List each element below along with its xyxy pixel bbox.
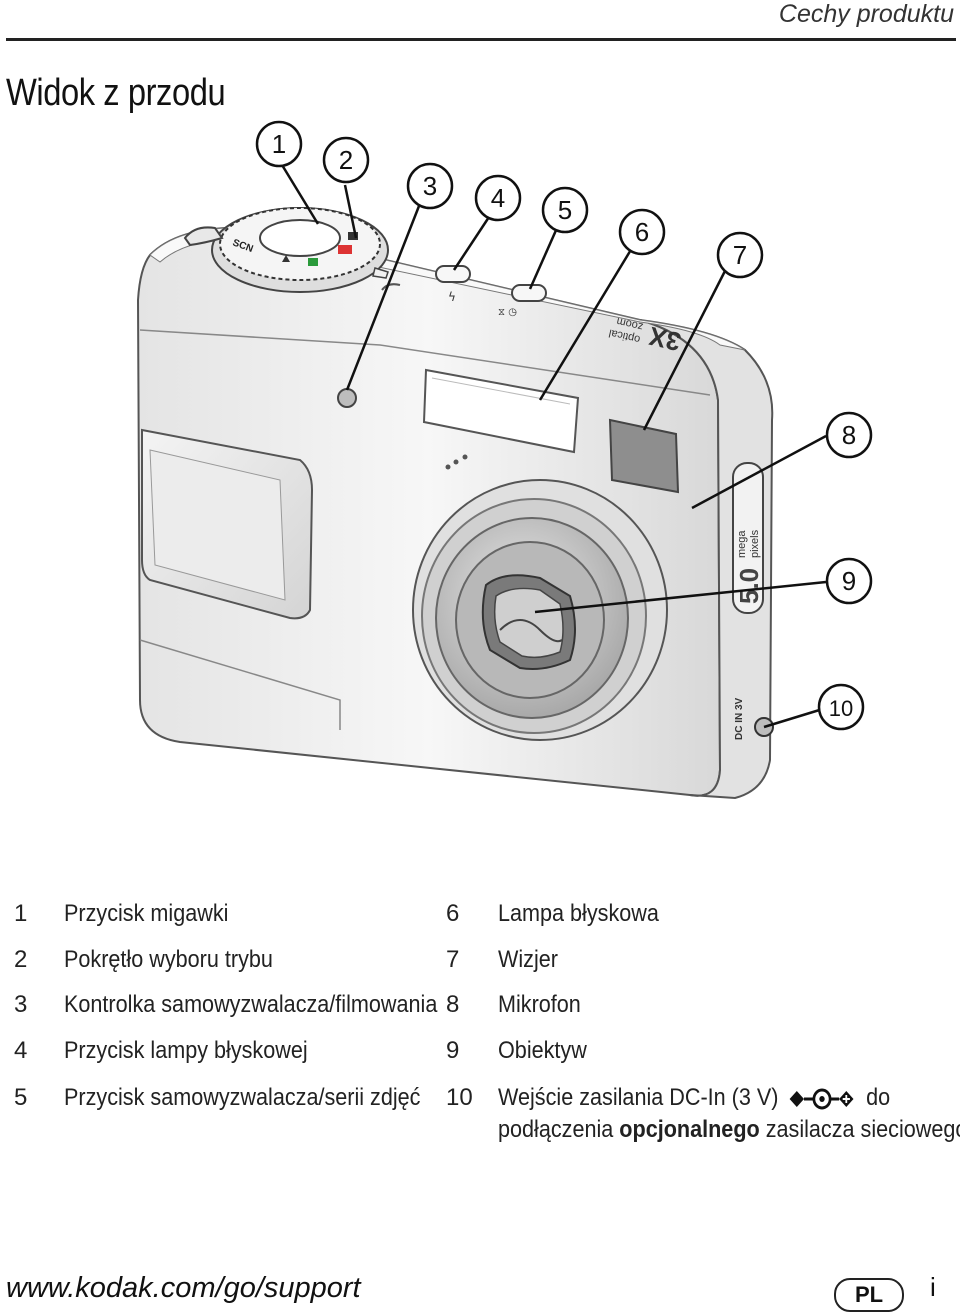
legend-number: 2 [14, 946, 28, 973]
callout-number: 3 [423, 171, 437, 201]
flash-button [435, 265, 471, 283]
callout-6: 6 [618, 208, 666, 256]
legend-number: 9 [446, 1037, 460, 1064]
header-rule [6, 38, 956, 41]
callout-number: 5 [558, 195, 572, 225]
page-number: i [930, 1272, 936, 1302]
microphone-hole [453, 459, 459, 465]
callout-2: 2 [322, 136, 370, 184]
callout-number: 8 [842, 420, 856, 450]
legend-item10-text3: podłączenia [498, 1116, 614, 1143]
page-header-title: Cechy produktu [778, 0, 954, 28]
legend-number: 5 [14, 1084, 28, 1111]
self-timer-light [337, 388, 357, 408]
megapixels-big-label: 5.0 [734, 568, 764, 604]
svg-text:⧖ ◷: ⧖ ◷ [498, 307, 517, 318]
legend-number: 10 [446, 1084, 473, 1111]
svg-text:ϟ: ϟ [448, 290, 456, 304]
callout-1: 1 [255, 120, 303, 168]
callout-number: 6 [635, 217, 649, 247]
lens [412, 479, 668, 741]
dc-in-label: DC IN 3V [734, 697, 745, 740]
legend-item10-text2: do [866, 1084, 891, 1111]
camera-front-illustration: SCN ϟ ⧖ ◷ 3X optical zoom 5.0 [136, 120, 873, 800]
callout-9: 9 [825, 557, 873, 605]
legend-label: Kontrolka samowyzwalacza/filmowania [64, 991, 438, 1018]
callout-number: 4 [491, 183, 505, 213]
legend-number: 7 [446, 946, 460, 973]
megapixels-line2-label: pixels [749, 529, 761, 558]
callout-10: 10 [817, 683, 865, 731]
callout-4: 4 [474, 174, 522, 222]
legend-number: 8 [446, 991, 460, 1018]
callout-number: 10 [829, 696, 853, 721]
zoom-big-label: 3X [645, 321, 683, 358]
legend-label: Lampa błyskowa [498, 900, 659, 927]
dc-polarity-icon [789, 1088, 854, 1110]
callout-number: 1 [272, 129, 286, 159]
self-timer-button [511, 284, 547, 302]
microphone-hole [462, 454, 468, 460]
callout-7: 7 [716, 231, 764, 279]
legend-number: 1 [14, 900, 28, 927]
legend-number: 6 [446, 900, 460, 927]
microphone-hole [445, 464, 451, 470]
legend-label: Mikrofon [498, 991, 581, 1018]
legend-label: Przycisk lampy błyskowej [64, 1037, 308, 1064]
language-badge: PL [834, 1278, 904, 1312]
legend-label: Przycisk samowyzwalacza/serii zdjęć [64, 1084, 421, 1111]
legend-label: Przycisk migawki [64, 900, 229, 927]
megapixels-line1-label: mega [736, 530, 748, 558]
callout-3: 3 [406, 162, 454, 210]
legend-label: Wizjer [498, 946, 558, 973]
legend-item10-text5: zasilacza sieciowego [765, 1116, 960, 1143]
flash-window [422, 368, 580, 454]
legend-number: 3 [14, 991, 28, 1018]
legend-label: Obiektyw [498, 1037, 587, 1064]
legend-item10-text1: Wejście zasilania DC-In (3 V) [498, 1084, 779, 1111]
callout-5: 5 [541, 186, 589, 234]
legend-number: 4 [14, 1037, 28, 1064]
callout-number: 9 [842, 566, 856, 596]
megapixels-badge [732, 462, 764, 614]
legend-label: Wejście zasilania DC-In (3 V) do [498, 1083, 890, 1113]
section-title: Widok z przodu [6, 72, 226, 114]
power-button [183, 226, 224, 247]
callout-number: 7 [733, 240, 747, 270]
viewfinder [608, 418, 680, 494]
legend-label: Pokrętło wyboru trybu [64, 946, 273, 973]
footer-support-url[interactable]: www.kodak.com/go/support [6, 1272, 361, 1304]
mode-dial: SCN [211, 207, 389, 293]
callout-8: 8 [825, 411, 873, 459]
legend-item10-text4: opcjonalnego [619, 1116, 760, 1143]
legend-label: podłączenia opcjonalnego zasilacza sieci… [498, 1115, 960, 1145]
zoom-line2-label: zoom [615, 315, 644, 333]
callout-number: 2 [339, 145, 353, 175]
